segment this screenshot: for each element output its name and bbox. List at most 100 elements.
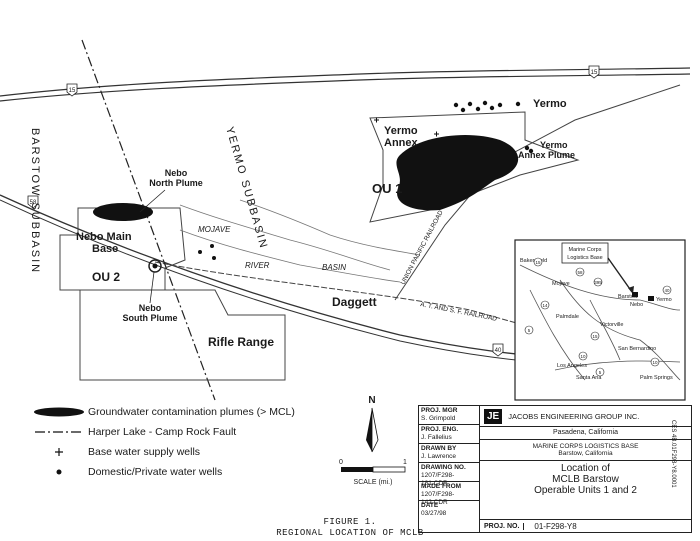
yermo-annex-label-2: Annex bbox=[384, 137, 419, 149]
nebo-south-plume-marker bbox=[148, 259, 162, 273]
drawing-title-line: MCLB Barstow bbox=[552, 474, 619, 485]
inset-barstow: Barstow bbox=[618, 294, 638, 300]
inset-los-angeles: Los Angeles bbox=[557, 363, 587, 369]
rifle-range-label: Rifle Range bbox=[208, 335, 274, 349]
inset-route-5: 5 bbox=[528, 328, 531, 333]
jacobs-logo: JE bbox=[484, 408, 503, 424]
legend-label: Domestic/Private water wells bbox=[88, 466, 223, 478]
client-city: Barstow, California bbox=[558, 450, 613, 457]
mojave-river bbox=[179, 199, 421, 283]
dot-icon bbox=[30, 468, 88, 476]
yermo-annex-plume-label-1: Yermo bbox=[540, 140, 568, 150]
union-pacific-label: UNION PACIFIC RAILROAD bbox=[400, 209, 445, 286]
drawing-title: Location of MCLB Barstow Operable Units … bbox=[480, 460, 691, 496]
route-shield-15: 15 bbox=[66, 83, 78, 97]
field-drawing-no: DRAWING NO.1207/F298-181.CDR bbox=[419, 463, 479, 487]
inset-nebo: Nebo bbox=[630, 302, 643, 308]
plume-swatch-icon bbox=[30, 407, 88, 417]
svg-text:15: 15 bbox=[69, 88, 76, 94]
company-row: JE JACOBS ENGINEERING GROUP INC. bbox=[480, 406, 691, 427]
legend-item-private-wells: Domestic/Private water wells bbox=[30, 462, 410, 482]
rifle-range-boundary bbox=[79, 289, 286, 381]
drawing-title-line: Operable Units 1 and 2 bbox=[534, 485, 637, 496]
figure-number: FIGURE 1. bbox=[323, 517, 377, 527]
inset-yermo: Yermo bbox=[656, 297, 672, 303]
inset-callout-2: Logistics Base bbox=[567, 255, 602, 261]
north-label: N bbox=[368, 395, 375, 406]
daggett-label: Daggett bbox=[332, 295, 377, 309]
nebo-south-plume-label-2: South Plume bbox=[122, 313, 177, 323]
svg-text:15: 15 bbox=[591, 70, 598, 76]
route-shield-58: 58 bbox=[27, 195, 39, 209]
nebo-main-base-label-2: Base bbox=[92, 243, 118, 255]
inset-route-1: 15 bbox=[535, 260, 541, 265]
river-label: RIVER bbox=[245, 261, 270, 270]
legend-label: Base water supply wells bbox=[88, 446, 201, 458]
inset-san-bernardino: San Bernardino bbox=[618, 346, 656, 352]
proj-no-value: 01-F298-Y8 bbox=[534, 521, 577, 531]
scale-min: 0 bbox=[339, 459, 343, 466]
inset-route-8: 10 bbox=[580, 354, 586, 359]
figure-caption: REGIONAL LOCATION OF MCLB bbox=[276, 528, 424, 538]
scale-max: 1 bbox=[403, 459, 407, 466]
interstate-15 bbox=[0, 67, 691, 102]
drawing-title-line: Location of bbox=[561, 463, 610, 474]
legend-label: Groundwater contamination plumes (> MCL) bbox=[88, 406, 295, 418]
client-name: MARINE CORPS LOGISTICS BASE bbox=[532, 443, 639, 450]
legend-item-fault: Harper Lake - Camp Rock Fault bbox=[30, 422, 410, 442]
inset-route-4: 14 bbox=[542, 303, 548, 308]
legend-label: Harper Lake - Camp Rock Fault bbox=[88, 426, 237, 438]
atsf-railroad bbox=[154, 261, 521, 325]
scale-bar: 0 1 SCALE (mi.) bbox=[339, 459, 407, 486]
inset-callout-1: Marine Corps bbox=[568, 247, 601, 253]
basin-label: BASIN bbox=[322, 263, 346, 272]
ou1-label: OU 1 bbox=[372, 181, 402, 196]
svg-text:58: 58 bbox=[30, 200, 37, 206]
nebo-north-plume-label-1: Nebo bbox=[165, 168, 188, 178]
side-reference: CES 4B.01F298-Y8.0001 bbox=[670, 420, 676, 488]
base-wells bbox=[374, 117, 439, 137]
proj-no-key: PROJ. NO. bbox=[480, 522, 525, 530]
legend: Groundwater contamination plumes (> MCL)… bbox=[30, 402, 410, 482]
inset-route-2: 58 bbox=[577, 270, 583, 275]
company-city: Pasadena, California bbox=[480, 427, 691, 440]
fault-line-icon bbox=[30, 429, 88, 435]
yermo-annex-plume-shape bbox=[396, 135, 519, 211]
north-arrow: N bbox=[366, 395, 379, 453]
inset-bakersfield: Bakersfield bbox=[520, 258, 547, 264]
title-block-main: JE JACOBS ENGINEERING GROUP INC. Pasaden… bbox=[480, 406, 691, 532]
inset-route-10: 5 bbox=[599, 370, 602, 375]
atsf-label: A. T. AND S. F. RAILROAD bbox=[420, 301, 498, 323]
yermo-annex-plume-label-2: Annex Plume bbox=[518, 150, 575, 160]
inset-victorville: Victorville bbox=[600, 322, 623, 328]
inset-route-9: 10 bbox=[652, 360, 658, 365]
legend-item-plume: Groundwater contamination plumes (> MCL) bbox=[30, 402, 410, 422]
route-shield-40: 40 bbox=[492, 343, 504, 357]
harper-lake-camp-rock-fault bbox=[81, 39, 216, 401]
inset-santa-ana: Santa Ana bbox=[576, 375, 602, 381]
scale-label: SCALE (mi.) bbox=[354, 479, 393, 486]
nebo-main-base-label-1: Nebo Main bbox=[76, 231, 132, 243]
yermo-annex-label-1: Yermo bbox=[384, 125, 418, 137]
cross-icon bbox=[30, 447, 88, 457]
inset-route-6: 15 bbox=[592, 334, 598, 339]
interstate-40 bbox=[0, 194, 561, 365]
field-proj-eng: PROJ. ENG.J. Fallelius bbox=[419, 425, 479, 444]
inset-route-7: 40 bbox=[664, 288, 670, 293]
nebo-north-plume-shape bbox=[93, 203, 153, 221]
inset-palmdale: Palmdale bbox=[556, 314, 579, 320]
nebo-north-plume-label-2: North Plume bbox=[149, 178, 203, 188]
yermo-label: Yermo bbox=[533, 98, 567, 110]
inset-palm-springs: Palm Springs bbox=[640, 375, 673, 381]
mojave-label: MOJAVE bbox=[198, 225, 231, 234]
nebo-south-plume-label-1: Nebo bbox=[139, 303, 162, 313]
company-name: JACOBS ENGINEERING GROUP INC. bbox=[508, 411, 640, 421]
barstow-subbasin-label: BARSTOW SUBBASIN bbox=[29, 128, 41, 274]
